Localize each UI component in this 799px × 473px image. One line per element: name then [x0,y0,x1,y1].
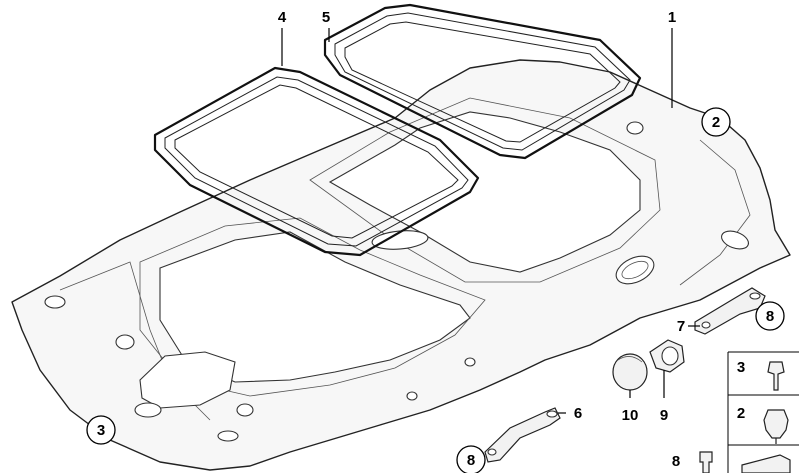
grab-handle-upper [694,287,766,335]
callout-9: 9 [660,407,668,424]
side-panel-8: 8 [672,453,680,470]
callout-8-lower: 8 [467,452,475,469]
callout-8-upper: 8 [766,308,774,325]
callout-4: 4 [278,9,287,26]
side-panel-3: 3 [737,359,745,376]
callout-7: 7 [677,318,685,335]
callout-1: 1 [668,9,676,26]
sunroof-frame-4 [153,66,480,257]
grab-handle-lower [484,407,561,463]
headliner-part [11,59,791,471]
leader-lines [281,28,700,414]
callout-3: 3 [97,422,105,439]
callout-5: 5 [322,9,330,26]
clip-9 [649,339,685,373]
callout-6: 6 [574,405,582,422]
callout-2-bubble [701,107,731,137]
callout-3-bubble [86,415,116,445]
callout-10: 10 [622,407,639,424]
side-parts-panel [699,351,799,473]
sunroof-frame-5 [323,3,642,160]
callout-8-lower-bubble [456,445,486,473]
callout-2: 2 [712,114,720,131]
callout-8-upper-bubble [755,301,785,331]
side-panel-2: 2 [737,405,745,422]
clip-10 [612,353,648,391]
